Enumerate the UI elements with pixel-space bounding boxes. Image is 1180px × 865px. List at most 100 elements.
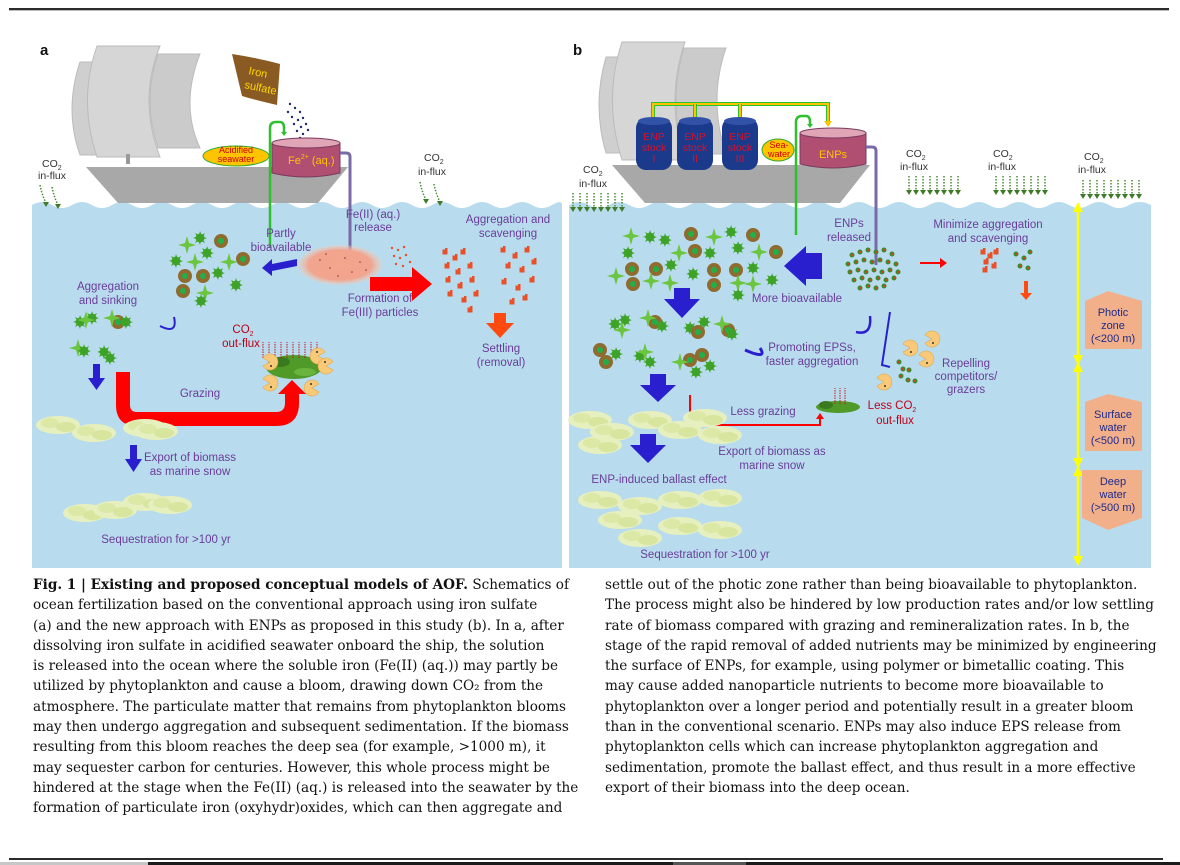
acidified-seawater-label: Acidified seawater [202,145,270,167]
svg-text:CO2: CO2 [906,148,926,162]
svg-text:water: water [767,149,790,159]
arrow-aggregation-b [664,288,700,318]
caption-line: rate of biomass compared with grazing an… [605,617,1130,634]
caption-line: formation of particulate iron (oxyhydr)o… [33,800,563,817]
svg-text:CO2: CO2 [993,148,1013,162]
co2-influx-b-1: CO2 in-flux [569,164,626,213]
svg-text:ENPs: ENPs [819,149,848,161]
enp-stock-1: ENP stock I [636,117,672,170]
ship-hull-a [86,167,348,203]
svg-text:ENP: ENP [729,131,751,143]
caption-line: phytoplankton over a longer period and p… [605,698,1134,715]
panel-letter-a: a [40,42,49,59]
caption-line: The process might also be hindered by lo… [605,597,1155,614]
arrow-export-a [125,445,142,472]
svg-text:in-flux: in-flux [988,161,1017,173]
figure-caption-left: Fig. 1 | Existing and proposed conceptua… [33,575,578,819]
panel-b: b ENP stock I ENP stock II [568,41,1151,568]
svg-text:Iron: Iron [247,65,268,81]
arrow-sinking-a [88,364,105,390]
caption-line: Fig. 1 | Existing and proposed conceptua… [33,577,569,593]
arrow-ballast [630,434,666,463]
svg-text:zone: zone [1101,320,1125,332]
caption-line: stage of the rapid removal of added nutr… [605,637,1157,654]
arrow-promoting-eps [744,347,764,356]
co2-influx-b-2: CO2 in-flux [900,148,962,196]
co2-influx-b-3: CO2 in-flux [988,148,1049,196]
more-bioavailable-label: More bioavailable [752,293,842,305]
arrow-partly-bioavailable [262,259,297,276]
svg-text:I: I [653,153,656,165]
svg-text:in-flux: in-flux [1078,164,1107,176]
arrow-sinking-b [640,374,676,402]
svg-text:CO2: CO2 [424,152,444,166]
svg-text:(<200 m): (<200 m) [1091,333,1135,345]
enp-stock-2: ENP stock II [677,117,713,170]
ship-sails-a [71,45,201,164]
figure-1: a Iron sulfate Acidified seawater [32,41,1151,568]
ballast-label: ENP-induced ballast effect [591,474,727,486]
settling-label: Settling(removal) [477,343,526,369]
iron-bloom [298,245,382,285]
fe-tank: Fe2+ (aq.) [271,137,341,178]
figure-caption-right: settle out of the photic zone rather tha… [605,575,1170,798]
svg-text:in-flux: in-flux [900,161,929,173]
seawater-label-b: Sea- water [761,138,795,162]
bottom-rule [9,858,1163,860]
svg-text:(<500 m): (<500 m) [1091,435,1135,447]
svg-text:III: III [736,153,745,165]
caption-line: hindered at the stage when the Fe(II) (a… [33,779,579,796]
caption-title: Fig. 1 | Existing and proposed conceptua… [33,577,469,593]
zone-photic: Photic zone (<200 m) [1085,291,1142,349]
grazing-label: Grazing [180,388,220,400]
co2-influx-b-4: CO2 in-flux [1078,151,1143,200]
arrow-formation [370,267,432,301]
svg-text:Surface: Surface [1094,409,1132,421]
arrow-repelling [880,311,891,368]
sequestration-label-a: Sequestration for >100 yr [101,534,231,546]
fe-release-pipe [340,151,352,262]
caption-line: is released into the ocean where the sol… [33,658,558,675]
svg-text:Photic: Photic [1098,307,1129,319]
svg-text:in-flux: in-flux [579,178,608,190]
svg-text:ENP: ENP [684,131,706,143]
seawater-pipe-a [268,120,286,248]
arrow-minimize [920,258,947,268]
sequestration-label-b: Sequestration for >100 yr [640,549,770,561]
caption-line: phytoplankton cells which can increase p… [605,739,1099,756]
zone-surface: Surface water (<500 m) [1085,394,1142,451]
svg-text:ENP: ENP [643,131,665,143]
co2-influx-left-a: CO2 in-flux [38,158,67,210]
caption-line: ocean fertilization based on the convent… [33,597,538,614]
caption-line: the surface of ENPs, for example, using … [605,658,1125,675]
iron-particles-falling [286,102,310,142]
svg-text:in-flux: in-flux [418,166,447,178]
arrow-eps-curve [855,315,872,334]
svg-text:stock: stock [728,142,753,154]
svg-text:stock: stock [683,142,708,154]
svg-text:seawater: seawater [218,154,255,164]
svg-text:Fe2+ (aq.): Fe2+ (aq.) [288,154,335,167]
promoting-eps-label: Promoting EPSs,faster aggregation [766,342,859,368]
svg-text:CO2: CO2 [583,164,603,178]
panel-a: a Iron sulfate Acidified seawater [32,42,562,568]
svg-text:in-flux: in-flux [38,170,67,182]
svg-text:stock: stock [642,142,667,154]
caption-line: resulting from this bloom reaches the de… [33,739,546,756]
grazing-patch-b [816,388,860,413]
caption-line: utilized by phytoplankton and cause a bl… [33,678,544,695]
top-rule [9,8,1169,10]
arrow-settling-b [1020,281,1032,300]
caption-line: dissolving iron sulfate in acidified sea… [33,637,545,654]
co2-influx-right-a: CO2 in-flux [418,152,447,207]
arrow-settling [486,313,514,338]
svg-text:CO2: CO2 [1084,151,1104,165]
enp-release-pipe [866,145,878,265]
